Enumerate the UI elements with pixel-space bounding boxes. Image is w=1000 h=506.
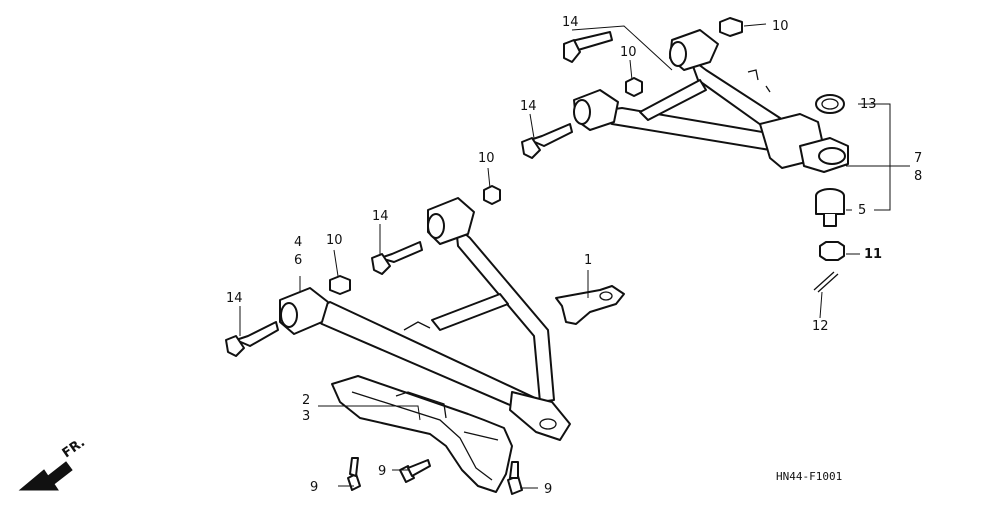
callout-10-top-right: 10 (772, 19, 789, 34)
guard-plate-step (395, 391, 447, 419)
flange-bolt-4-head (225, 335, 245, 357)
flange-bolt-1-head (563, 39, 581, 63)
lower-arm (279, 197, 571, 441)
callout-3: 3 (302, 409, 310, 424)
callout-6: 6 (294, 253, 302, 268)
guard-plate (331, 375, 513, 493)
bolt-right-shank (509, 461, 519, 479)
callout-12: 12 (812, 319, 829, 334)
bracket-plate (555, 285, 625, 325)
front-direction-label: FR. (60, 435, 88, 461)
callout-10-lower-middle: 10 (478, 151, 495, 166)
lower-arm-outer-hole (539, 418, 557, 430)
guard-plate-edge (463, 431, 499, 441)
callout-2: 2 (302, 393, 310, 408)
lower-arm-tab (403, 321, 431, 331)
upper-front-bushing-end (669, 41, 687, 67)
lower-arm-brace (431, 293, 509, 331)
upper-arm-brace (639, 79, 707, 121)
flange-bolt-3-shank (379, 241, 423, 263)
callout-7: 7 (914, 151, 922, 166)
callout-9-left: 9 (310, 480, 318, 495)
upper-arm-front-tube (689, 57, 781, 131)
callout-9-right: 9 (544, 482, 552, 497)
callout-14-lower-left: 14 (226, 291, 243, 306)
front-arrow-icon (18, 461, 73, 491)
flange-bolt-4 (225, 321, 279, 357)
ball-joint-stud (823, 213, 837, 227)
bolt-middle-shank (407, 459, 431, 477)
bolt-left-head (347, 473, 361, 491)
ball-joint (799, 137, 849, 227)
cotter-pin-shape (813, 271, 839, 293)
callout-14-upper-middle: 14 (520, 99, 537, 114)
callout-5: 5 (858, 203, 866, 218)
flange-bolt-2-head (521, 137, 541, 159)
callout-4: 4 (294, 235, 302, 250)
castle-nut (819, 241, 845, 261)
nut-upper-middle (625, 77, 643, 97)
callout-14-top: 14 (562, 15, 579, 30)
flange-bolt-3-head (371, 253, 391, 275)
bolt-left (347, 457, 361, 491)
callout-11: 11 (864, 247, 882, 262)
bolt-right (507, 461, 523, 495)
flange-bolt-3 (371, 241, 423, 275)
callout-10-upper-middle: 10 (620, 45, 637, 60)
front-direction-indicator: FR. (18, 435, 88, 491)
callout-8: 8 (914, 169, 922, 184)
nut-lower-middle (483, 185, 501, 205)
flange-bolt-2-shank (529, 123, 573, 147)
upper-rear-bushing-end (573, 99, 591, 125)
upper-arm (573, 29, 823, 169)
bolt-left-shank (349, 457, 359, 477)
flange-bolt-1 (563, 31, 613, 63)
callouts: 1 2 3 4 6 10 10 10 10 14 14 14 14 13 7 8… (226, 15, 922, 497)
callout-13: 13 (860, 97, 877, 112)
callout-10-lower-left: 10 (326, 233, 343, 248)
lower-front-bushing-end (427, 213, 445, 239)
callout-14-lower-middle: 14 (372, 209, 389, 224)
nut-lower-left (329, 275, 351, 295)
flange-bolt-4-shank (235, 321, 279, 347)
lower-rear-bushing-end (280, 302, 298, 328)
diagram-code: HN44-F1001 (776, 470, 842, 483)
callout-9-middle: 9 (378, 464, 386, 479)
guard-plate-rib (351, 391, 493, 481)
upper-arm-tabs (747, 69, 771, 93)
guard-plate-outline (331, 375, 513, 493)
circlip-ring (815, 94, 845, 114)
nut-top-right (719, 17, 743, 37)
circlip-inner (821, 98, 839, 110)
ball-joint-body (815, 195, 845, 215)
flange-bolt-2 (521, 123, 573, 159)
callout-1: 1 (584, 253, 592, 268)
bracket-hole (599, 291, 613, 301)
ball-joint-hole (818, 147, 846, 165)
bracket (555, 285, 625, 325)
leader-lines (239, 23, 910, 489)
circlip (815, 94, 845, 114)
castle-nut-body (819, 241, 845, 261)
lower-arm-outer-mount (509, 391, 571, 441)
bolt-middle (399, 459, 431, 483)
cotter-pin (813, 271, 839, 293)
